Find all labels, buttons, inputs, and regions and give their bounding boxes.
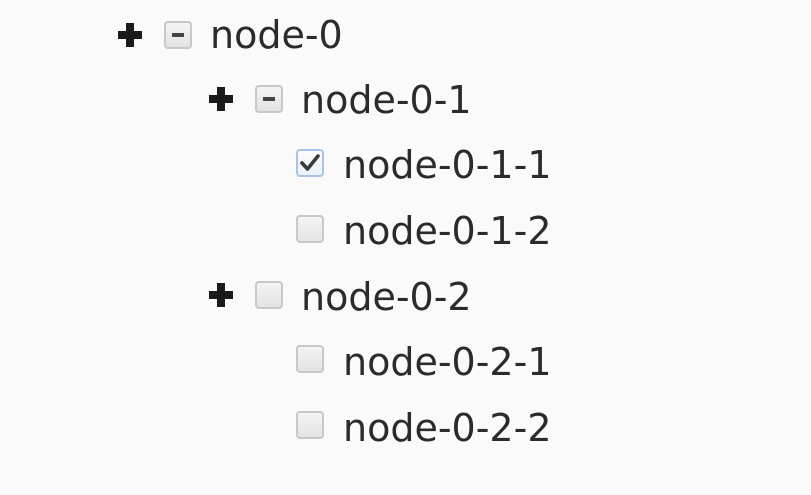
node-0-1-2-checkbox[interactable] bbox=[296, 215, 324, 243]
expand-node-0-2-icon[interactable] bbox=[203, 277, 239, 313]
node-0-1-1-label[interactable]: node-0-1-1 bbox=[343, 143, 552, 187]
node-0-1-checkbox[interactable] bbox=[255, 85, 283, 113]
node-0-1-2-label[interactable]: node-0-1-2 bbox=[343, 209, 552, 253]
node-0-2-label[interactable]: node-0-2 bbox=[301, 275, 472, 319]
node-0-2-2-label[interactable]: node-0-2-2 bbox=[343, 406, 552, 450]
node-0-2-1-checkbox[interactable] bbox=[296, 345, 324, 373]
expand-node-0-icon[interactable] bbox=[112, 17, 148, 53]
node-0-1-label[interactable]: node-0-1 bbox=[301, 78, 472, 122]
node-0-1-1-checkbox[interactable] bbox=[296, 149, 324, 177]
node-0-checkbox[interactable] bbox=[164, 21, 192, 49]
node-0-label[interactable]: node-0 bbox=[210, 13, 343, 57]
node-0-2-2-checkbox[interactable] bbox=[296, 411, 324, 439]
expand-node-0-1-icon[interactable] bbox=[203, 81, 239, 117]
node-0-2-checkbox[interactable] bbox=[255, 281, 283, 309]
node-0-2-1-label[interactable]: node-0-2-1 bbox=[343, 340, 552, 384]
checkmark-icon bbox=[300, 154, 320, 171]
